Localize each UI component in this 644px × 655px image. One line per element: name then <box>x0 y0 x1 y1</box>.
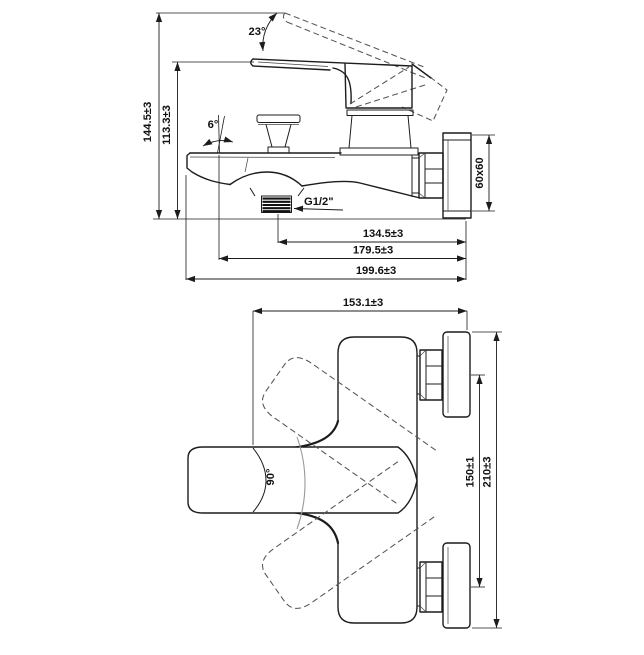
dim-inlet-centers-label: 150±1 <box>465 456 477 487</box>
spout-body <box>186 152 419 199</box>
wall-union-side <box>411 132 472 219</box>
outlet-thread <box>261 195 292 213</box>
wall-flange <box>442 331 471 418</box>
plan-view: 90° 153.1±3 <box>187 297 502 629</box>
dim-overall-height-label: 144.5±3 <box>142 102 154 142</box>
handle-lift-angle-arc <box>259 12 278 52</box>
dim-overall-width-label: 210±3 <box>482 456 494 487</box>
outlet-thread-label: G1/2" <box>304 196 334 208</box>
wall-union-top <box>417 331 471 418</box>
thread-leader-line <box>293 205 344 212</box>
handle-lever-plan <box>187 446 418 514</box>
dim-body-projection-label: 153.1±3 <box>343 297 383 309</box>
body-handle-fillet-top <box>293 419 340 449</box>
cartridge-collar <box>339 109 419 156</box>
dim-flange-size-label: 60x60 <box>474 157 486 188</box>
handle-lever-side <box>250 58 432 109</box>
handle-seam <box>252 447 267 513</box>
dim-outlet-to-wall-label: 134.5±3 <box>363 228 403 240</box>
handle-swing-arc <box>296 436 306 530</box>
spout-tilt-angle: 6° <box>202 114 234 154</box>
spout-tilt-angle-label: 6° <box>208 119 219 131</box>
side-view: 144.5±3 113.3±3 23° <box>142 12 495 283</box>
diverter-knob <box>256 114 301 154</box>
hex-nut <box>418 152 444 199</box>
dim-overall-projection-label: 199.6±3 <box>356 265 396 277</box>
hex-nut <box>419 561 443 613</box>
raised-handle-phantom <box>282 12 448 122</box>
body-handle-fillet-bottom <box>293 511 340 545</box>
dim-tip-ref-to-wall-label: 179.5±3 <box>353 245 393 257</box>
wall-flange <box>442 542 471 629</box>
wall-flange <box>442 132 472 219</box>
handle-swing-angle-label: 90° <box>265 469 277 486</box>
dim-spout-height-label: 113.3±3 <box>161 105 173 145</box>
handle-lift-angle-label: 23° <box>249 26 266 38</box>
hex-nut <box>419 349 443 401</box>
wall-union-bottom <box>417 542 471 629</box>
